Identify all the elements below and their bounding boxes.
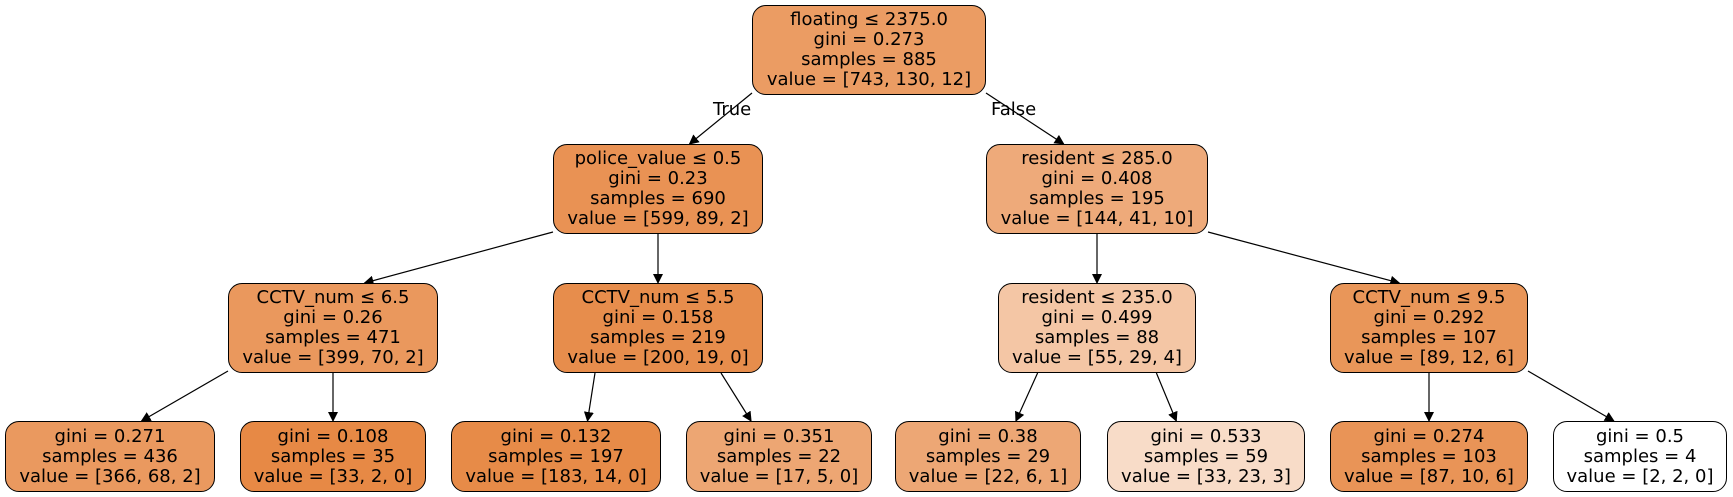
node-split-text: CCTV_num ≤ 5.5: [581, 287, 735, 308]
tree-edge-n5-n6: [583, 372, 596, 422]
node-samples-text: samples = 88: [1034, 327, 1160, 348]
node-gini-text: gini = 0.108: [277, 425, 389, 447]
tree-edge-n5-n7: [720, 372, 752, 422]
node-samples-text: samples = 35: [270, 445, 396, 467]
node-value-text: value = [33, 23, 3]: [1121, 465, 1291, 487]
node-samples-text: samples = 436: [42, 445, 178, 467]
node-gini-text: gini = 0.274: [1373, 425, 1485, 447]
node-samples-text: samples = 195: [1029, 188, 1165, 209]
node-gini-text: gini = 0.132: [500, 425, 612, 447]
node-gini-text: gini = 0.38: [938, 425, 1038, 447]
tree-edge-n1-n2: [363, 231, 554, 286]
node-samples-text: samples = 59: [1143, 445, 1269, 467]
tree-edge-n0-n8: [985, 92, 1065, 145]
tree-edge-n8-n12: [1207, 231, 1401, 286]
node-split-text: floating ≤ 2375.0: [790, 9, 948, 30]
node-value-text: value = [366, 68, 2]: [19, 465, 201, 487]
node-gini-text: gini = 0.499: [1041, 307, 1153, 328]
tree-edge-n12-n14: [1527, 370, 1615, 422]
node-gini-text: gini = 0.23: [608, 168, 708, 189]
node-samples-text: samples = 471: [265, 327, 401, 348]
node-gini-text: gini = 0.26: [283, 307, 383, 328]
node-value-text: value = [87, 10, 6]: [1344, 465, 1514, 487]
node-value-text: value = [743, 130, 12]: [766, 69, 972, 90]
node-samples-text: samples = 690: [590, 188, 726, 209]
node-samples-text: samples = 29: [925, 445, 1051, 467]
node-split-text: CCTV_num ≤ 9.5: [1352, 287, 1506, 308]
node-value-text: value = [89, 12, 6]: [1344, 347, 1514, 368]
tree-edge-n2-n3: [140, 370, 229, 422]
node-split-text: CCTV_num ≤ 6.5: [256, 287, 410, 308]
node-gini-text: gini = 0.351: [723, 425, 835, 447]
node-split-text: resident ≤ 285.0: [1021, 148, 1173, 169]
node-samples-text: samples = 103: [1361, 445, 1497, 467]
node-value-text: value = [200, 19, 0]: [567, 347, 749, 368]
tree-edge-n0-n1: [688, 92, 753, 145]
node-value-text: value = [599, 89, 2]: [567, 208, 749, 229]
node-samples-text: samples = 4: [1583, 445, 1697, 467]
node-gini-text: gini = 0.158: [602, 307, 714, 328]
node-gini-text: gini = 0.271: [54, 425, 166, 447]
node-samples-text: samples = 197: [488, 445, 624, 467]
tree-edge-n9-n10: [1015, 372, 1039, 422]
node-split-text: police_value ≤ 0.5: [574, 148, 742, 169]
node-gini-text: gini = 0.533: [1150, 425, 1262, 447]
node-value-text: value = [33, 2, 0]: [253, 465, 413, 487]
node-value-text: value = [183, 14, 0]: [465, 465, 647, 487]
node-value-text: value = [144, 41, 10]: [1000, 208, 1194, 229]
node-samples-text: samples = 107: [1361, 327, 1497, 348]
node-value-text: value = [2, 2, 0]: [1566, 465, 1714, 487]
node-samples-text: samples = 219: [590, 327, 726, 348]
node-samples-text: samples = 885: [801, 49, 937, 70]
tree-edge-n9-n11: [1155, 372, 1178, 422]
node-value-text: value = [55, 29, 4]: [1012, 347, 1182, 368]
node-gini-text: gini = 0.292: [1373, 307, 1485, 328]
node-samples-text: samples = 22: [716, 445, 842, 467]
node-value-text: value = [17, 5, 0]: [699, 465, 859, 487]
node-split-text: resident ≤ 235.0: [1021, 287, 1173, 308]
node-gini-text: gini = 0.273: [813, 29, 925, 50]
edge-label-false: False: [991, 99, 1037, 120]
node-gini-text: gini = 0.408: [1041, 168, 1153, 189]
node-value-text: value = [399, 70, 2]: [242, 347, 424, 368]
node-value-text: value = [22, 6, 1]: [908, 465, 1068, 487]
edge-label-true: True: [713, 99, 752, 120]
node-gini-text: gini = 0.5: [1596, 425, 1684, 447]
